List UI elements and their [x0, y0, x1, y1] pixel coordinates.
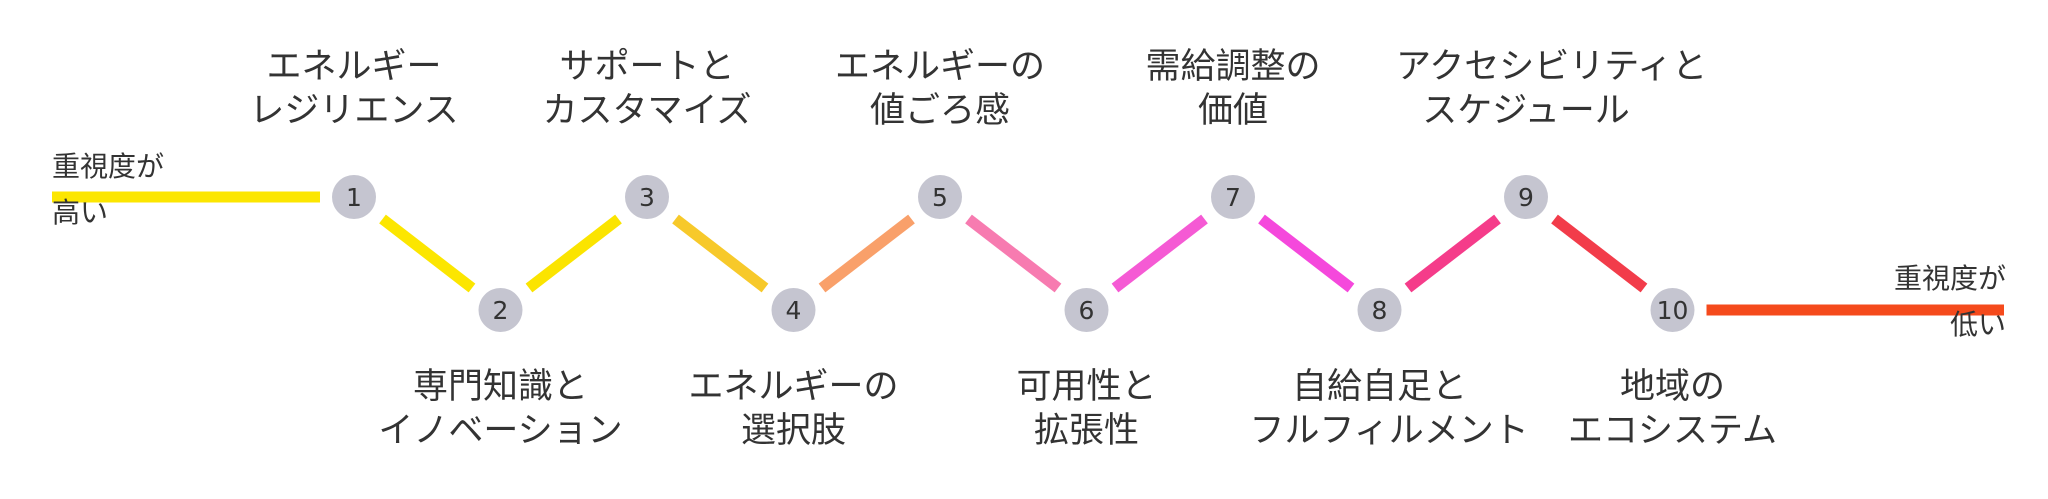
rank-node-8: 8 [1357, 288, 1402, 332]
rank-node-2: 2 [478, 288, 523, 332]
node-label-line: 地域の [1619, 367, 1725, 407]
rank-node-number: 8 [1372, 296, 1388, 325]
node-label-4: エネルギーの選択肢 [664, 365, 924, 453]
node-label-3: サポートとカスタマイズ [517, 45, 777, 133]
rank-node-number: 5 [932, 183, 948, 212]
node-label-line: スケジュール [1422, 91, 1630, 131]
connector-segment [379, 214, 476, 293]
rank-node-number: 6 [1079, 296, 1095, 325]
connector-segment [965, 214, 1062, 293]
rank-node-3: 3 [625, 175, 669, 219]
rank-node-circle [625, 175, 669, 219]
rank-node-circle [478, 288, 523, 332]
rank-node-7: 7 [1211, 175, 1255, 219]
node-label-line: 値ごろ感 [869, 91, 1010, 131]
node-label-2: 専門知識とイノベーション [371, 365, 631, 453]
connector-segment [1551, 214, 1648, 293]
rank-node-number: 10 [1657, 296, 1689, 325]
rank-node-number: 7 [1225, 183, 1241, 212]
node-label-line: 可用性と [1016, 367, 1157, 407]
connector-segment [818, 214, 915, 293]
node-label-line: 自給自足と [1291, 367, 1467, 407]
rank-node-circle [332, 175, 376, 219]
node-label-line: アクセシビリティと [1396, 47, 1708, 87]
node-label-line: イノベーション [378, 411, 623, 451]
rank-node-number: 4 [786, 296, 802, 325]
node-label-line: レジリエンス [249, 91, 459, 131]
connector-segment [1258, 214, 1355, 293]
node-label-line: 需給調整の [1145, 47, 1321, 87]
node-label-line: エコシステム [1568, 411, 1777, 451]
scale-low-label: 重視度が 低い [1894, 262, 2006, 342]
node-label-line: カスタマイズ [542, 91, 752, 131]
node-label-line: エネルギー [266, 47, 442, 87]
node-label-1: エネルギーレジリエンス [224, 45, 484, 133]
connector-segment [1404, 214, 1501, 293]
node-label-line: 選択肢 [740, 411, 846, 451]
node-label-8: 自給自足とフルフィルメント [1249, 365, 1529, 453]
scale-high-line-2: 高い [52, 196, 109, 229]
node-label-line: エネルギーの [834, 47, 1045, 87]
node-label-line: 価値 [1197, 91, 1268, 131]
ranking-nodes: 1 2 3 4 5 6 7 8 9 10 [332, 175, 1695, 332]
node-label-7: 需給調整の価値 [1103, 45, 1363, 133]
rank-node-4: 4 [771, 288, 816, 332]
rank-node-number: 9 [1518, 183, 1534, 212]
rank-node-number: 3 [639, 183, 655, 212]
node-label-9: アクセシビリティとスケジュール [1396, 45, 1708, 133]
node-label-line: 専門知識と [412, 367, 588, 407]
connector-segment [672, 214, 769, 293]
node-label-line: 拡張性 [1033, 411, 1139, 451]
rank-node-circle [1211, 175, 1255, 219]
rank-node-6: 6 [1064, 288, 1109, 332]
rank-node-1: 1 [332, 175, 376, 219]
scale-low-line-2: 低い [1949, 308, 2006, 341]
rank-node-5: 5 [918, 175, 962, 219]
connector-lines [52, 191, 2004, 316]
rank-node-circle [918, 175, 962, 219]
node-label-line: エネルギーの [688, 367, 899, 407]
node-label-6: 可用性と拡張性 [957, 365, 1217, 453]
rank-node-number: 2 [493, 296, 509, 325]
node-label-10: 地域のエコシステム [1543, 365, 1803, 453]
rank-node-10: 10 [1650, 288, 1695, 332]
node-label-line: サポートと [559, 47, 735, 87]
rank-node-circle [771, 288, 816, 332]
rank-node-circle [1064, 288, 1109, 332]
scale-low-line-1: 重視度が [1893, 262, 2006, 295]
scale-high-line-1: 重視度が [52, 150, 165, 183]
scale-high-label: 重視度が 高い [52, 150, 164, 230]
rank-node-9: 9 [1504, 175, 1548, 219]
connector-segment [1111, 214, 1208, 293]
node-label-line: フルフィルメント [1249, 411, 1529, 451]
rank-node-circle [1504, 175, 1548, 219]
connector-segment [525, 214, 622, 293]
rank-node-number: 1 [346, 183, 362, 212]
rank-node-circle [1650, 288, 1695, 332]
node-label-5: エネルギーの値ごろ感 [810, 45, 1070, 133]
rank-node-circle [1357, 288, 1402, 332]
